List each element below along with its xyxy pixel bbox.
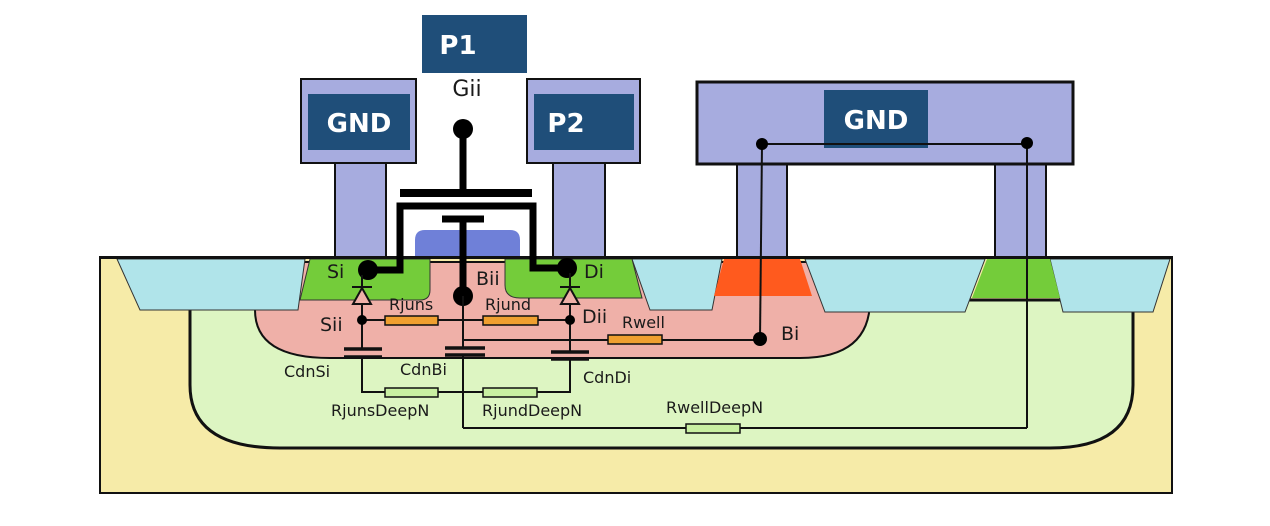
gnd-node-1 bbox=[756, 138, 768, 150]
si-label: Si bbox=[327, 261, 344, 283]
rwelldeepn-resistor bbox=[685, 423, 741, 434]
rjuns-label: Rjuns bbox=[389, 295, 433, 314]
rjund-resistor bbox=[482, 315, 539, 326]
rjunddeepn-label: RjundDeepN bbox=[482, 401, 582, 420]
rjunsdeepn-resistor bbox=[384, 387, 439, 398]
gnd-left-label: GND bbox=[308, 94, 410, 150]
rjunsdeepn-label: RjunsDeepN bbox=[331, 401, 429, 420]
gnd-left-via bbox=[334, 162, 387, 258]
di-label: Di bbox=[584, 261, 604, 283]
gate-poly bbox=[415, 230, 520, 256]
gnd-right-label: GND bbox=[824, 90, 928, 148]
p2-label: P2 bbox=[534, 94, 634, 150]
wires bbox=[361, 143, 1028, 429]
rwell-label: Rwell bbox=[622, 313, 665, 332]
transistor-symbol bbox=[368, 129, 567, 296]
sii-node bbox=[357, 315, 367, 325]
diode-drain bbox=[559, 285, 581, 305]
cdnbi-label: CdnBi bbox=[400, 360, 447, 379]
gnd-node-2 bbox=[1021, 137, 1033, 149]
rwelldeepn-label: RwellDeepN bbox=[666, 398, 763, 417]
p1-label: P1 bbox=[422, 15, 527, 73]
gii-label: Gii bbox=[452, 77, 481, 102]
rjund-label: Rjund bbox=[485, 295, 531, 314]
svg-text:GND: GND bbox=[327, 109, 392, 139]
capacitors bbox=[344, 346, 589, 361]
p2-via bbox=[552, 162, 606, 258]
bi-node bbox=[753, 332, 767, 346]
cdndi-label: CdnDi bbox=[583, 368, 631, 387]
diode-source bbox=[351, 285, 373, 305]
rwell-resistor bbox=[607, 334, 663, 345]
bi-label: Bi bbox=[781, 323, 799, 345]
bii-label: Bii bbox=[476, 268, 500, 290]
rjunddeepn-resistor bbox=[482, 387, 538, 398]
sti-left bbox=[116, 258, 306, 311]
svg-text:P1: P1 bbox=[439, 31, 476, 61]
cdnsi-label: CdnSi bbox=[284, 362, 330, 381]
dii-label: Dii bbox=[582, 306, 607, 328]
sti-right bbox=[1049, 258, 1171, 313]
sii-label: Sii bbox=[320, 314, 343, 336]
nwell-tap-diffusion bbox=[972, 259, 1060, 298]
gii-node bbox=[453, 119, 473, 139]
body-p-diffusion bbox=[714, 259, 812, 296]
di-node bbox=[557, 258, 577, 278]
svg-text:GND: GND bbox=[844, 106, 909, 136]
sti-wide bbox=[804, 258, 986, 313]
svg-text:P2: P2 bbox=[547, 109, 584, 139]
rjuns-resistor bbox=[384, 315, 439, 326]
dii-node bbox=[565, 315, 575, 325]
gnd-right-via-2 bbox=[994, 163, 1047, 258]
